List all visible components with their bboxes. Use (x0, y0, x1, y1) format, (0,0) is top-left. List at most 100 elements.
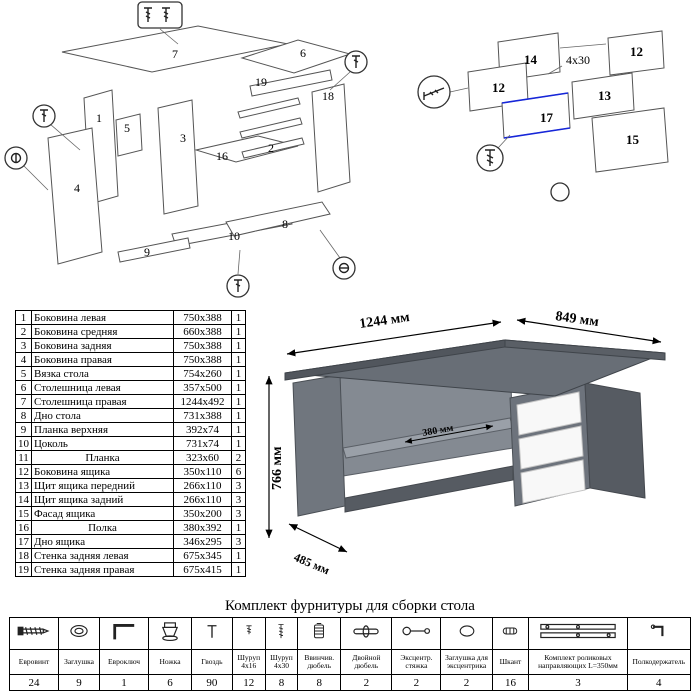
part-qty: 3 (231, 478, 246, 493)
part-num: 18 (15, 548, 32, 563)
part-label: 8 (282, 217, 288, 231)
part-name: Боковина средняя (31, 324, 174, 339)
hw-qty-cell: 90 (190, 674, 233, 691)
hw-name-cell: Гвоздь (190, 649, 233, 675)
part-qty: 3 (231, 492, 246, 507)
cam-icon (338, 262, 350, 274)
panel-top-strip (117, 237, 191, 263)
dim-shelf-label: 380 мм (422, 423, 455, 439)
hw-icon-cell (391, 617, 442, 650)
panel-side-back (157, 99, 199, 215)
desk-plinth (344, 465, 514, 513)
part-size: 754x260 (173, 366, 232, 381)
part-label: 7 (172, 47, 178, 61)
screw-4x16-icon (246, 625, 252, 635)
dim-line-width (286, 319, 502, 357)
drawer-front (520, 459, 586, 504)
hw-icon-cell (148, 617, 192, 650)
drawer-rail (241, 137, 305, 159)
exploded-desk-diagram: 7 6 19 18 5 3 16 2 1 4 9 10 8 (4, 1, 368, 298)
hw-name-cell: Евровинт (8, 649, 60, 675)
part-name: Щит ящика задний (31, 492, 174, 507)
part-num: 6 (15, 380, 32, 395)
hw-qty-cell: 8 (297, 674, 342, 691)
part-name: Боковина правая (31, 352, 174, 367)
drawer-rail (237, 97, 301, 119)
screw-size-note: 4x30 (566, 53, 590, 67)
part-name: Цоколь (31, 436, 174, 451)
part-qty: 1 (231, 352, 246, 367)
part-num: 13 (15, 478, 32, 493)
part-qty: 1 (231, 422, 246, 437)
part-name: Стенка задняя левая (31, 548, 174, 563)
part-size: 380x392 (173, 520, 232, 535)
part-num: 3 (15, 338, 32, 353)
part-qty: 1 (231, 394, 246, 409)
part-qty: 1 (231, 380, 246, 395)
screw-4x30-icon (278, 624, 285, 639)
hw-icon-cell (264, 617, 299, 650)
drawer-slides-icon (540, 623, 616, 639)
panel-side-right-big (47, 127, 103, 265)
hardware-icon-row (8, 617, 692, 650)
part-label: 16 (216, 149, 228, 163)
part-qty: 1 (231, 562, 246, 577)
part-name: Столешница правая (31, 394, 174, 409)
drawer-facade (591, 107, 669, 173)
screw-icon (352, 55, 360, 68)
part-qty: 2 (231, 450, 246, 465)
hw-icon-cell (340, 617, 393, 650)
part-label: 14 (524, 52, 538, 67)
drawer-rail (239, 117, 303, 139)
part-size: 675x415 (173, 562, 232, 577)
hw-icon-cell (231, 617, 266, 650)
screw-icon (234, 279, 242, 292)
part-num: 12 (15, 464, 32, 479)
drawer-front-inner (571, 72, 635, 120)
hw-name-cell: Заглушка для эксцентрика (440, 649, 493, 675)
panel-back-strip (249, 69, 333, 97)
dim-front-label: 485 мм (292, 550, 332, 577)
part-size: 731x388 (173, 408, 232, 423)
hardware-table: Евровинт Заглушка Евроключ Ножка Гвоздь … (8, 617, 692, 691)
hw-qty-cell: 2 (440, 674, 493, 691)
desk-render: 1244 мм 849 мм 766 мм 380 мм 485 мм (265, 309, 666, 577)
hw-qty-cell: 2 (391, 674, 442, 691)
part-label: 18 (322, 89, 334, 103)
hw-name-cell: Эксцентр. стяжка (391, 649, 442, 675)
part-label: 12 (492, 80, 505, 95)
part-name: Дно стола (31, 408, 174, 423)
part-size: 731x74 (173, 436, 232, 451)
part-num: 5 (15, 366, 32, 381)
part-num: 16 (15, 520, 32, 535)
desk-top-edge (504, 339, 666, 361)
part-name: Полка (31, 520, 174, 535)
part-num: 17 (15, 534, 32, 549)
part-num: 10 (15, 436, 32, 451)
cam-icon (10, 152, 22, 164)
part-label: 15 (626, 132, 640, 147)
part-size: 750x388 (173, 310, 232, 325)
hw-qty-cell: 24 (8, 674, 60, 691)
part-qty: 1 (231, 548, 246, 563)
drawer-front (516, 391, 582, 436)
part-num: 15 (15, 506, 32, 521)
double-dowel-icon (353, 625, 379, 638)
part-size: 675x345 (173, 548, 232, 563)
cabinet-side (584, 382, 646, 499)
part-num: 7 (15, 394, 32, 409)
hw-qty-cell: 2 (340, 674, 393, 691)
